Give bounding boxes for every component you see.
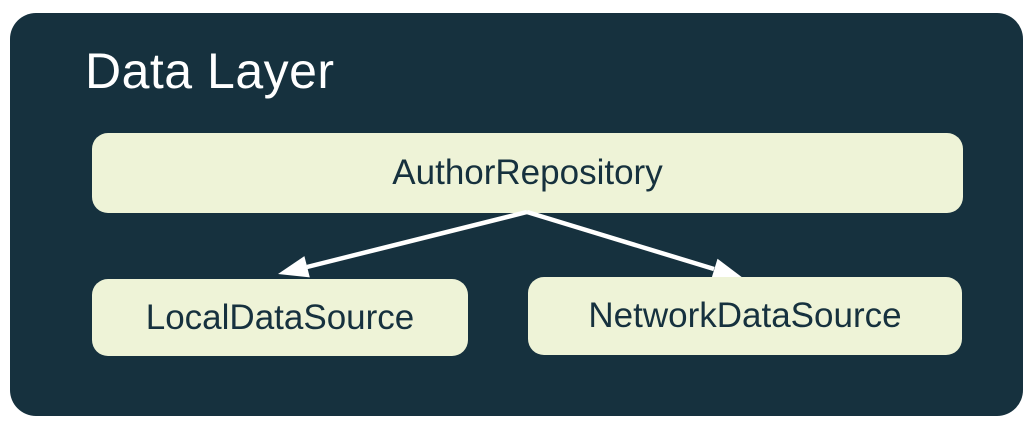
- diagram-title: Data Layer: [85, 43, 335, 99]
- node-local-data-source-label: LocalDataSource: [145, 297, 415, 337]
- node-author-repository-label: AuthorRepository: [392, 153, 663, 192]
- arrow-repository-to-local: [306, 209, 528, 270]
- node-network-data-source: NetworkDataSource: [528, 277, 962, 355]
- arrow-repository-to-network: [526, 209, 715, 272]
- node-network-data-source-label: NetworkDataSource: [588, 296, 902, 335]
- arrowhead-local-icon: [278, 256, 310, 278]
- node-local-data-source: LocalDataSource: [92, 279, 468, 356]
- node-author-repository: AuthorRepository: [92, 133, 963, 213]
- data-layer-container: Data Layer AuthorRepository LocalDataSou…: [10, 13, 1023, 416]
